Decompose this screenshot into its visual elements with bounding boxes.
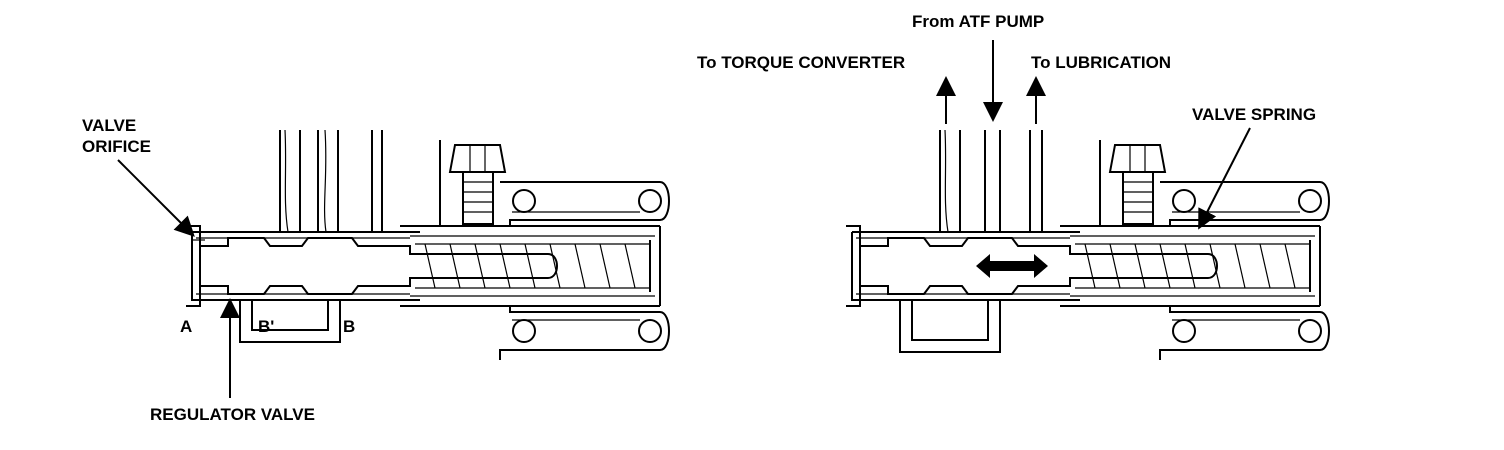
left-valve-spring	[415, 243, 650, 289]
left-valve-assembly: VALVE ORIFICE A B' B REGULATOR VALVE	[82, 116, 670, 424]
port-a-label: A	[180, 317, 192, 336]
right-valve-assembly: From ATF PUMP To TORQUE CONVERTER To LUB…	[697, 12, 1330, 360]
valve-orifice-leader	[117, 159, 195, 237]
from-atf-pump-label: From ATF PUMP	[912, 12, 1044, 31]
right-retainer-lower	[1159, 306, 1330, 360]
spool-movement-double-arrow	[976, 254, 1048, 278]
port-b-prime-label: B'	[258, 317, 274, 336]
left-retainer-upper	[439, 140, 670, 226]
right-valve-spring	[1075, 243, 1310, 289]
to-lubrication-label: To LUBRICATION	[1031, 53, 1171, 72]
right-bolt	[1108, 144, 1167, 225]
port-b-label: B	[343, 317, 355, 336]
right-retainer-upper	[1099, 140, 1330, 226]
left-valve-body	[186, 129, 661, 343]
regulator-valve-label: REGULATOR VALVE	[150, 405, 315, 424]
valve-spring-label: VALVE SPRING	[1192, 105, 1316, 124]
to-torque-converter-label: To TORQUE CONVERTER	[697, 53, 905, 72]
left-bolt	[448, 144, 507, 225]
valve-orifice-label-line1: VALVE	[82, 116, 136, 135]
valve-spring-leader	[1198, 127, 1251, 230]
left-retainer-lower	[499, 306, 670, 360]
left-regulator-spool	[199, 237, 558, 295]
valve-orifice-label-line2: ORIFICE	[82, 137, 151, 156]
